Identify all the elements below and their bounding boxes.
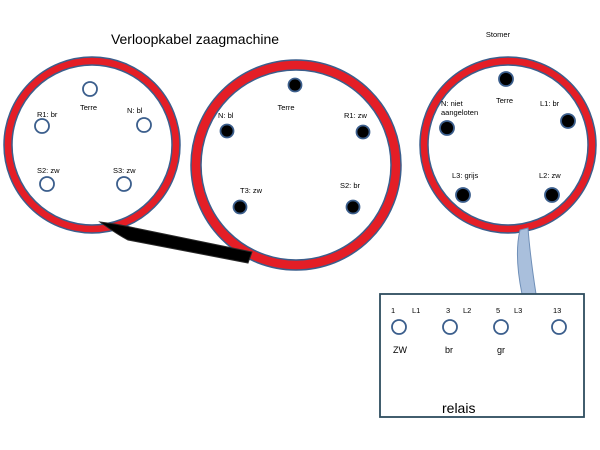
relay-cable	[516, 227, 537, 295]
adapter-cable	[98, 221, 253, 264]
pin-middle-r1	[355, 124, 371, 140]
connector-right-face	[427, 64, 589, 226]
relay-wire-3: br	[445, 345, 453, 355]
label-middle-terre: Terre	[277, 103, 294, 112]
relay-terminal-1	[391, 319, 407, 335]
pin-left-terre	[82, 81, 98, 97]
relay-phase-3: L2	[463, 306, 471, 315]
pin-right-l3	[455, 187, 471, 203]
relay-box: 1 L1 ZW 3 L2 br 5 L3 gr 13 relais	[379, 293, 585, 418]
relay-terminal-3	[442, 319, 458, 335]
relay-terminal-5	[493, 319, 509, 335]
relay-num-5: 5	[496, 306, 500, 315]
relay-frame	[379, 293, 585, 418]
pin-middle-s2	[345, 199, 361, 215]
label-left-terre: Terre	[80, 103, 97, 112]
relay-title: relais	[442, 400, 475, 416]
relay-terminal-13	[551, 319, 567, 335]
connector-middle: Terre N: bl R1: zw T3: zw S2: br	[190, 59, 402, 271]
pin-middle-t3	[232, 199, 248, 215]
label-left-s3: S3: zw	[113, 166, 136, 175]
label-right-l1: L1: br	[540, 99, 560, 108]
label-right-n-line2: aangeloten	[441, 108, 478, 117]
label-middle-t3: T3: zw	[240, 186, 263, 195]
label-left-s2: S2: zw	[37, 166, 60, 175]
connector-middle-face	[200, 69, 392, 261]
pin-right-terre	[498, 71, 514, 87]
relay-num-13: 13	[553, 306, 561, 315]
pin-right-l1	[560, 113, 576, 129]
pin-middle-terre	[287, 77, 303, 93]
label-right-l3: L3: grijs	[452, 171, 479, 180]
relay-phase-5: L3	[514, 306, 522, 315]
pin-left-n	[136, 117, 152, 133]
pin-left-r1	[34, 118, 50, 134]
pin-left-s3	[116, 176, 132, 192]
label-right-terre: Terre	[496, 96, 513, 105]
label-right-l2: L2: zw	[539, 171, 561, 180]
pin-middle-n	[219, 123, 235, 139]
label-left-n: N: bl	[127, 106, 143, 115]
label-left-r1: R1: br	[37, 110, 58, 119]
pin-right-l2	[544, 187, 560, 203]
pin-right-n	[439, 120, 455, 136]
connector-left: Terre N: bl R1: br S2: zw S3: zw	[3, 56, 181, 234]
label-middle-s2: S2: br	[340, 181, 361, 190]
relay-num-1: 1	[391, 306, 395, 315]
label-middle-r1: R1: zw	[344, 111, 368, 120]
pin-left-s2	[39, 176, 55, 192]
label-stomer: Stomer	[486, 30, 511, 39]
relay-wire-5: gr	[497, 345, 505, 355]
label-right-n-line1: N: niet	[441, 99, 464, 108]
connector-right: Stomer Terre N: niet aangeloten L1: br L…	[419, 30, 597, 234]
relay-num-3: 3	[446, 306, 450, 315]
label-middle-n: N: bl	[218, 111, 234, 120]
relay-phase-1: L1	[412, 306, 420, 315]
diagram-title: Verloopkabel zaagmachine	[111, 31, 279, 47]
relay-wire-1: ZW	[393, 345, 407, 355]
